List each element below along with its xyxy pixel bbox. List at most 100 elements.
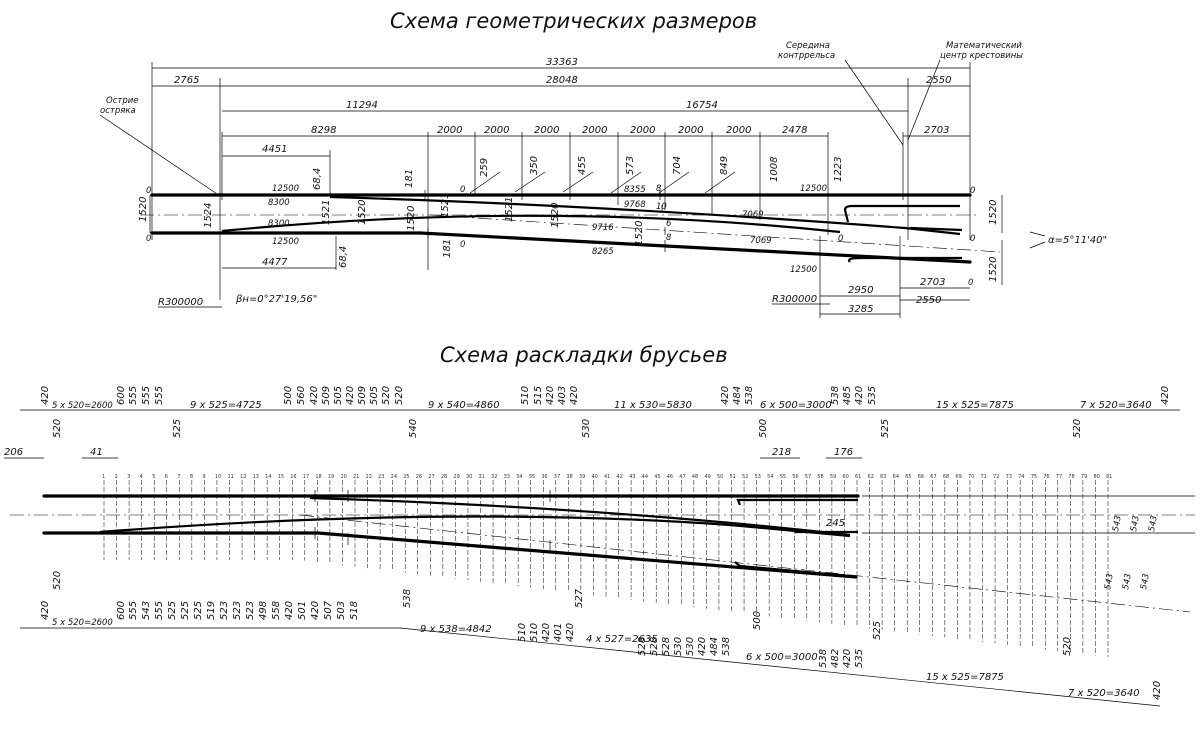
sleeper-number: 15 bbox=[278, 474, 284, 480]
sl-bot-420-d: 420 bbox=[541, 623, 552, 642]
sl-bot-523-b: 523 bbox=[232, 601, 243, 620]
sl-top2-500: 500 bbox=[758, 419, 769, 438]
sleeper-number: 13 bbox=[253, 474, 259, 480]
sleeper-number: 25 bbox=[403, 474, 409, 480]
dim-step-7: 2000 bbox=[726, 125, 751, 136]
sl-bot-519: 519 bbox=[206, 601, 217, 620]
sl-top-9x540: 9 x 540=4860 bbox=[428, 400, 500, 411]
inner-8300-b: 8300 bbox=[268, 219, 290, 229]
sl-bot-538-c: 538 bbox=[818, 649, 829, 668]
sl-543-a: 543 bbox=[1111, 515, 1124, 533]
tiny-0-h: 0 bbox=[460, 240, 465, 250]
sl-bot-528-c: 528 bbox=[661, 637, 672, 656]
sleeper-number: 64 bbox=[893, 474, 899, 480]
sl-top-420-a: 420 bbox=[40, 386, 51, 405]
inner-8355: 8355 bbox=[624, 185, 646, 195]
sl-top-500: 500 bbox=[283, 386, 294, 405]
ord-350: 350 bbox=[529, 156, 540, 175]
inner-12500-b: 12500 bbox=[272, 237, 299, 247]
ord-1223: 1223 bbox=[833, 157, 844, 182]
sleeper-number: 59 bbox=[830, 474, 836, 480]
sleeper-number: 37 bbox=[554, 474, 560, 480]
sl-bot-538-a: 538 bbox=[402, 589, 413, 608]
sl-bot-527: 527 bbox=[574, 588, 585, 608]
sleeper-number: 53 bbox=[755, 474, 761, 480]
sleeper-number: 18 bbox=[315, 474, 321, 480]
sl-top-5x520: 5 x 520=2600 bbox=[52, 401, 113, 411]
dim-step-1: 2000 bbox=[437, 125, 462, 136]
sleeper-number: 21 bbox=[353, 474, 359, 480]
inner-8300-a: 8300 bbox=[268, 198, 290, 208]
sl-bot-530-a: 530 bbox=[673, 637, 684, 656]
dim-overall: 33363 bbox=[546, 57, 578, 68]
gauge-1520-d: 1520 bbox=[634, 221, 645, 246]
sleeper-number: 57 bbox=[805, 474, 811, 480]
sl-top2-520: 520 bbox=[52, 419, 63, 438]
sleeper-number: 43 bbox=[629, 474, 635, 480]
sleeper-number: 30 bbox=[466, 474, 472, 480]
callout-switch-point-2: остряка bbox=[100, 106, 136, 116]
inner-7069-b: 7069 bbox=[750, 236, 772, 246]
sl-bot-420-e: 420 bbox=[565, 623, 576, 642]
sl-top2-525: 525 bbox=[172, 419, 183, 438]
inner-12500-d: 12500 bbox=[790, 265, 817, 275]
dim-4451: 4451 bbox=[262, 144, 287, 155]
sleeper-number: 79 bbox=[1081, 474, 1087, 480]
sl-bot-15x525: 15 x 525=7875 bbox=[926, 672, 1004, 683]
sl-bot-420-g: 420 bbox=[842, 649, 853, 668]
ord-68-4: 68,4 bbox=[312, 168, 323, 190]
sl-top-484: 484 bbox=[732, 386, 743, 405]
gauge-1524: 1524 bbox=[203, 203, 214, 228]
sleeper-number: 9 bbox=[202, 474, 205, 480]
sl-top-7x520: 7 x 520=3640 bbox=[1080, 400, 1152, 411]
sl-bot-503: 503 bbox=[336, 601, 347, 620]
ord-bot-68-4: 68,4 bbox=[338, 246, 349, 268]
inner-7069-a: 7069 bbox=[742, 210, 764, 220]
callout-frog-center-1: Математический bbox=[946, 41, 1022, 51]
sl-bot-510-b: 510 bbox=[529, 623, 540, 642]
sl-top-535: 535 bbox=[867, 386, 878, 405]
sl-dim-41: 41 bbox=[90, 447, 103, 458]
sleeper-number: 34 bbox=[516, 474, 522, 480]
dim-3285: 3285 bbox=[848, 304, 873, 315]
gauge-1520-right: 1520 bbox=[988, 200, 999, 225]
sleeper-number: 7 bbox=[177, 474, 180, 480]
sl-top-420-e: 420 bbox=[569, 386, 580, 405]
sleeper-number: 56 bbox=[792, 474, 798, 480]
sl-bot-420-h: 420 bbox=[1152, 681, 1163, 700]
sleeper-number: 65 bbox=[905, 474, 911, 480]
sleeper-number: 35 bbox=[529, 474, 535, 480]
sl-bot-520: 520 bbox=[1062, 637, 1073, 656]
ord-573: 573 bbox=[625, 156, 636, 175]
sl-top-420-g: 420 bbox=[854, 386, 865, 405]
sleeper-number: 28 bbox=[441, 474, 447, 480]
sl-top-555-a: 555 bbox=[128, 386, 139, 405]
sl-top-538-a: 538 bbox=[744, 386, 755, 405]
inner-8265: 8265 bbox=[592, 247, 614, 257]
sl-bot-401: 401 bbox=[553, 623, 564, 642]
sl-top2-520-b: 520 bbox=[1072, 419, 1083, 438]
sleeper-number: 19 bbox=[328, 474, 334, 480]
sleeper-number: 63 bbox=[880, 474, 886, 480]
sleeper-number: 47 bbox=[679, 474, 685, 480]
callout-switch-point-1: Острие bbox=[106, 96, 138, 106]
tiny-8-b: 8 bbox=[666, 233, 672, 243]
sleeper-number: 51 bbox=[730, 474, 736, 480]
sl-bot-420-c: 420 bbox=[310, 601, 321, 620]
sl-top-11x530: 11 x 530=5830 bbox=[614, 400, 692, 411]
sleeper-number: 71 bbox=[981, 474, 987, 480]
sl-bot-543: 543 bbox=[141, 601, 152, 620]
sleeper-number: 49 bbox=[704, 474, 710, 480]
dim-switch-len: 11294 bbox=[346, 100, 378, 111]
sl-bot-528-a: 528 bbox=[637, 637, 648, 656]
title-sleepers: Схема раскладки брусьев bbox=[440, 343, 728, 367]
sl-dim-245: 245 bbox=[826, 518, 845, 529]
sl-bot-4x527: 4 x 527=2635 bbox=[586, 634, 658, 645]
sl-top-420-h: 420 bbox=[1160, 386, 1171, 405]
sl-top-420-c: 420 bbox=[345, 386, 356, 405]
sl-bot-420-f: 420 bbox=[697, 637, 708, 656]
title-geometry: Схема геометрических размеров bbox=[390, 9, 757, 33]
sl-543-f: 543 bbox=[1139, 573, 1152, 591]
sl-dim-176: 176 bbox=[834, 447, 853, 458]
